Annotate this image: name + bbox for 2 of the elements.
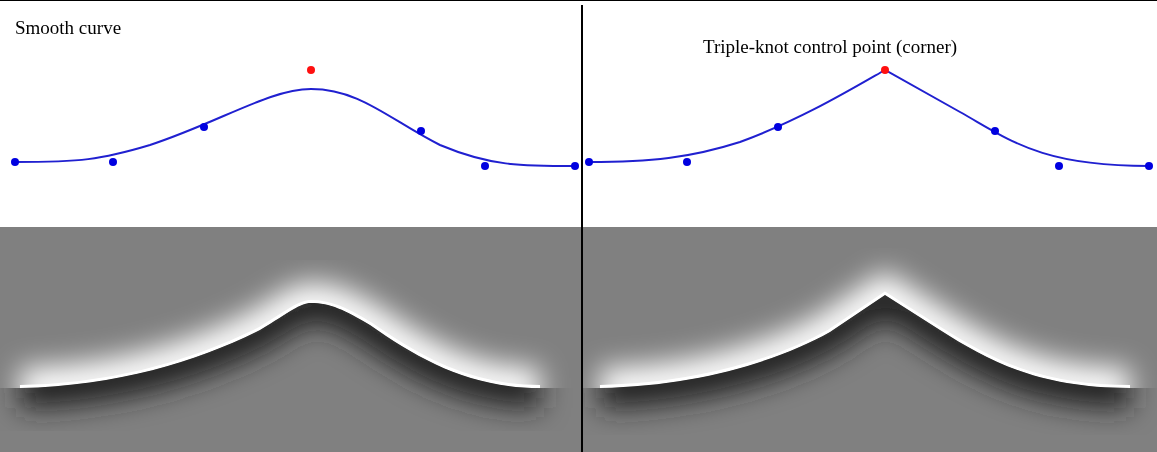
panel-title: Smooth curve — [15, 17, 122, 39]
panel-title: Triple-knot control point (corner) — [703, 36, 958, 58]
